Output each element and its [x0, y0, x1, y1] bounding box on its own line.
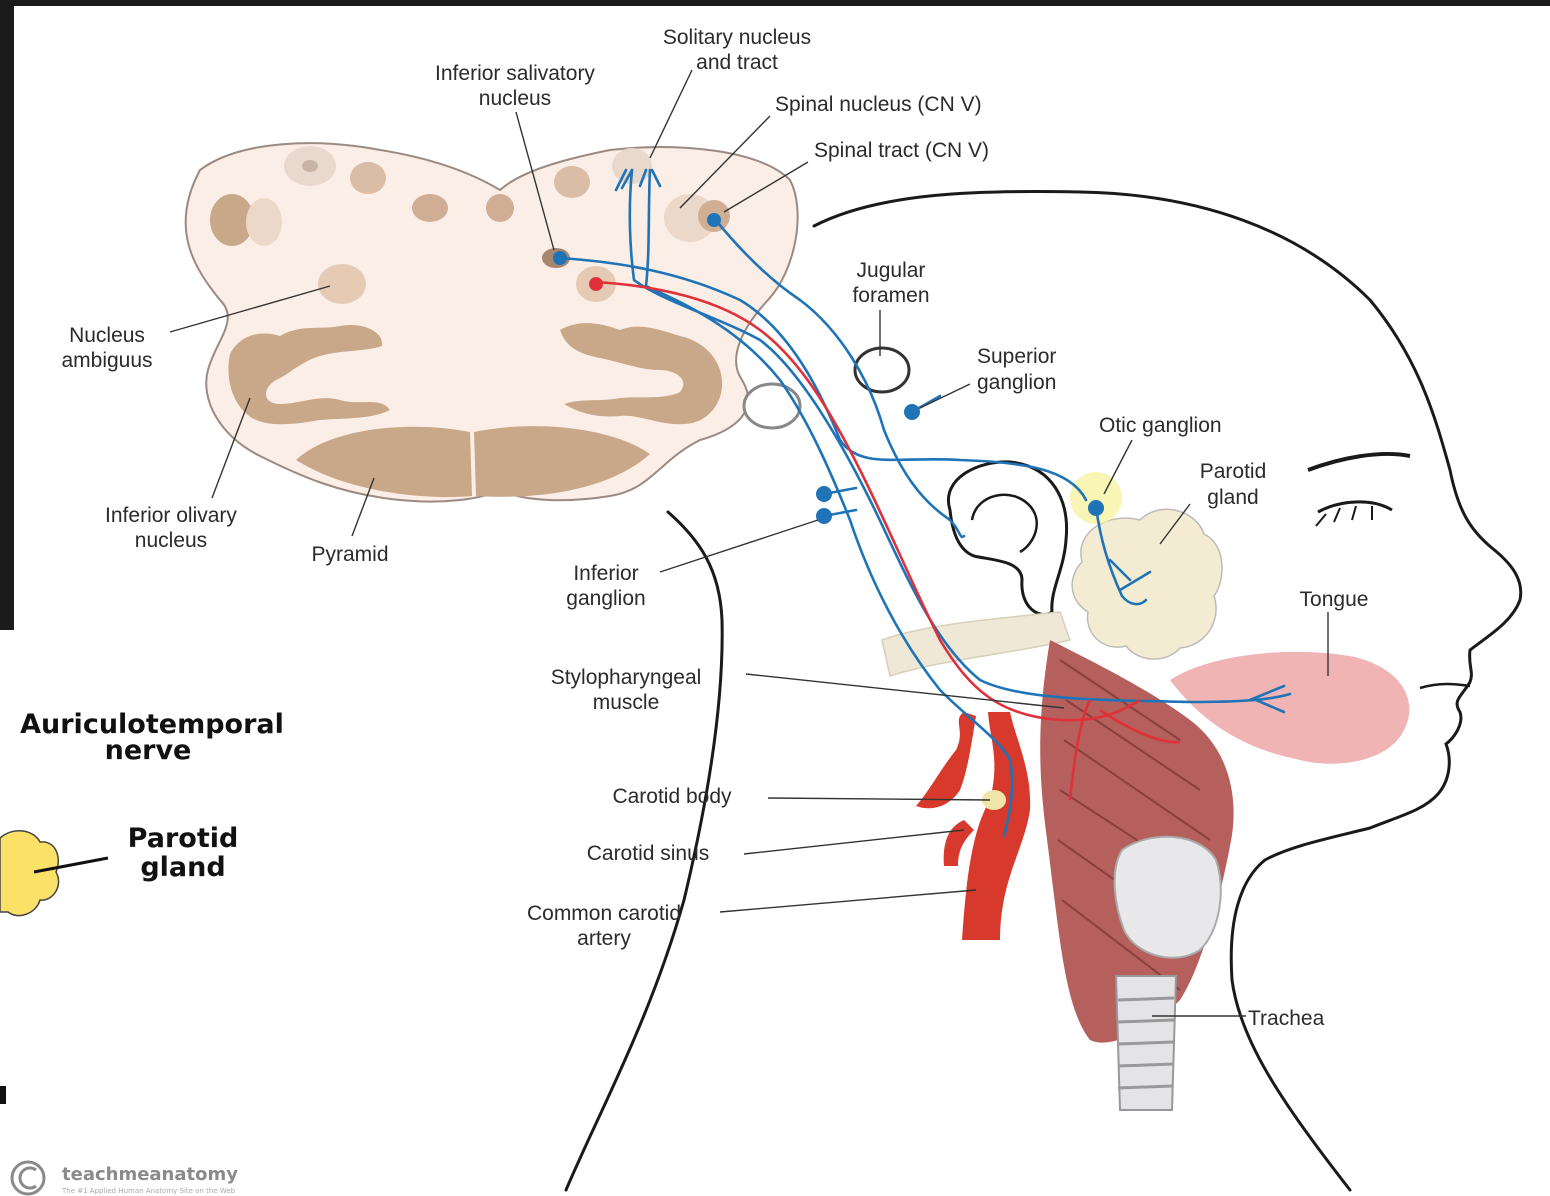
- label-solitary-nucleus-1: Solitary nucleus: [663, 26, 811, 49]
- label-jugular-foramen-2: foramen: [852, 284, 929, 307]
- otic-ganglion-node: [1088, 500, 1104, 516]
- label-inferior-salivatory-1: Inferior salivatory: [435, 62, 595, 85]
- label-superior-ganglion-1: Superior: [977, 345, 1056, 368]
- parotid-slide-label-2: gland: [140, 852, 225, 883]
- label-stylopharyngeal-2: muscle: [593, 691, 660, 714]
- label-nucleus-ambiguus-2: ambiguus: [61, 349, 152, 372]
- label-parotid-gland-2: gland: [1207, 486, 1258, 509]
- nucleus-left-d: [350, 162, 386, 194]
- spinal-tract-node: [707, 213, 721, 227]
- nucleus-left-b: [246, 198, 282, 246]
- watermark-subtext: The #1 Applied Human Anatomy Site on the…: [61, 1187, 236, 1195]
- label-spinal-tract: Spinal tract (CN V): [814, 139, 989, 162]
- inferior-salivatory-node: [553, 251, 567, 265]
- label-pyramid: Pyramid: [311, 543, 388, 566]
- otic-ganglion-highlight: [1070, 472, 1122, 524]
- watermark-text: teachmeanatomy: [62, 1164, 238, 1185]
- nucleus-ambiguus-node: [589, 277, 603, 291]
- inferior-ganglion-node-b: [816, 508, 832, 524]
- label-inferior-salivatory-2: nucleus: [479, 87, 551, 110]
- label-common-carotid-1: Common carotid: [527, 902, 681, 925]
- inferior-ganglion-node-a: [816, 486, 832, 502]
- label-spinal-nucleus: Spinal nucleus (CN V): [775, 93, 982, 116]
- label-parotid-gland-1: Parotid: [1200, 460, 1267, 483]
- label-jugular-foramen-1: Jugular: [857, 259, 926, 282]
- label-carotid-sinus: Carotid sinus: [587, 842, 710, 865]
- label-inferior-ganglion-2: ganglion: [566, 587, 645, 610]
- label-inferior-ganglion-1: Inferior: [573, 562, 638, 585]
- parotid-slide-label-1: Parotid: [128, 823, 239, 854]
- jugular-foramen-shape: [855, 348, 909, 392]
- label-otic-ganglion: Otic ganglion: [1099, 414, 1222, 437]
- label-stylopharyngeal-1: Stylopharyngeal: [551, 666, 702, 689]
- larynx-cartilage: [1115, 837, 1221, 958]
- label-trachea: Trachea: [1248, 1007, 1325, 1030]
- parotid-gland-main: [1072, 509, 1222, 659]
- label-tongue: Tongue: [1300, 588, 1369, 611]
- nucleus-right-a: [554, 166, 590, 198]
- nucleus-ambiguus-shape: [318, 264, 366, 304]
- superior-ganglion-node: [904, 404, 920, 420]
- label-nucleus-ambiguus-1: Nucleus: [69, 324, 145, 347]
- label-inferior-olivary-2: nucleus: [135, 529, 207, 552]
- nucleus-left-c-center: [302, 160, 318, 172]
- foramen-secondary-shape: [744, 384, 800, 428]
- label-common-carotid-2: artery: [577, 927, 631, 950]
- nucleus-mid-b: [486, 194, 514, 222]
- label-solitary-nucleus-2: and tract: [696, 51, 778, 74]
- cropped-text-fragment: [0, 1086, 6, 1104]
- label-superior-ganglion-2: ganglion: [977, 371, 1056, 394]
- auriculotemporal-label-2: nerve: [105, 735, 192, 766]
- label-carotid-body: Carotid body: [612, 785, 732, 808]
- nucleus-mid-a: [412, 194, 448, 222]
- label-inferior-olivary-1: Inferior olivary: [105, 504, 237, 527]
